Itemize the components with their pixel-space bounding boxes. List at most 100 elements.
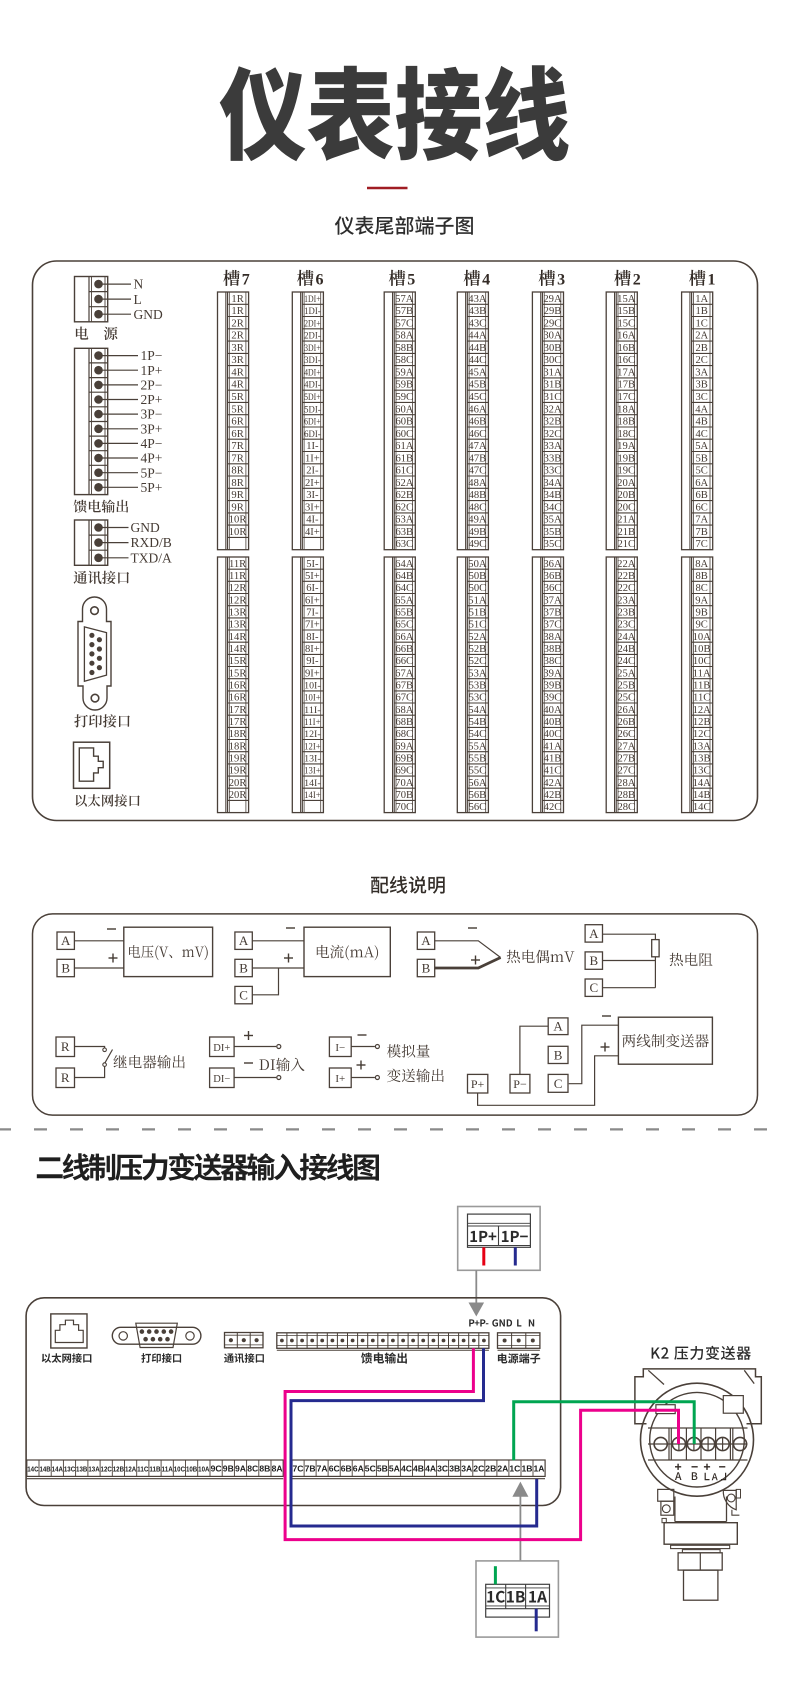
svg-text:1B: 1B (696, 306, 708, 317)
svg-text:12I+: 12I+ (304, 741, 321, 752)
svg-text:11A: 11A (693, 668, 711, 679)
svg-text:C: C (239, 988, 248, 1003)
svg-text:6DI+: 6DI+ (304, 417, 321, 428)
svg-text:37B: 37B (544, 608, 562, 619)
svg-text:16A: 16A (617, 331, 636, 342)
svg-text:61C: 61C (395, 466, 413, 477)
svg-text:27B: 27B (617, 754, 635, 765)
svg-text:2B: 2B (485, 1463, 496, 1473)
svg-text:1I+: 1I+ (305, 453, 320, 464)
svg-text:13C: 13C (693, 766, 711, 777)
svg-text:45C: 45C (469, 392, 487, 403)
svg-text:67A: 67A (395, 668, 414, 679)
svg-text:14R: 14R (229, 632, 248, 643)
svg-text:65C: 65C (395, 620, 413, 631)
svg-text:1C: 1C (696, 318, 708, 329)
svg-text:4C: 4C (401, 1463, 412, 1473)
svg-text:A: A (589, 926, 599, 941)
svg-text:54A: 54A (468, 705, 487, 716)
svg-text:68B: 68B (395, 717, 413, 728)
svg-text:54C: 54C (469, 729, 487, 740)
svg-text:15C: 15C (617, 318, 635, 329)
svg-text:11B: 11B (693, 681, 710, 692)
svg-text:46A: 46A (468, 404, 487, 415)
svg-text:30B: 30B (544, 343, 562, 354)
svg-text:4A: 4A (425, 1463, 436, 1473)
svg-text:3A: 3A (695, 368, 708, 379)
svg-text:12R: 12R (229, 583, 248, 594)
svg-text:66B: 66B (395, 644, 413, 655)
svg-text:5P+: 5P+ (141, 480, 163, 495)
svg-text:5A: 5A (695, 441, 708, 452)
svg-text:11B: 11B (149, 1464, 161, 1473)
svg-text:14B: 14B (693, 790, 711, 801)
svg-text:20C: 20C (617, 502, 635, 513)
svg-text:3C: 3C (437, 1463, 448, 1473)
svg-text:1DI+: 1DI+ (304, 294, 321, 305)
svg-text:7B: 7B (305, 1463, 316, 1473)
svg-text:4R: 4R (231, 380, 244, 391)
svg-text:11I-: 11I- (304, 705, 321, 716)
svg-text:62B: 62B (395, 490, 413, 501)
svg-text:41A: 41A (543, 741, 562, 752)
svg-text:R: R (61, 1070, 70, 1085)
svg-text:3R: 3R (231, 343, 244, 354)
svg-text:8A: 8A (695, 559, 708, 570)
svg-text:52C: 52C (469, 656, 487, 667)
svg-text:1P+: 1P+ (141, 363, 163, 378)
svg-text:14R: 14R (229, 644, 248, 655)
svg-text:17C: 17C (617, 392, 635, 403)
svg-text:7I+: 7I+ (305, 620, 320, 631)
svg-text:13I+: 13I+ (304, 766, 321, 777)
svg-text:2C: 2C (696, 355, 708, 366)
svg-text:4B: 4B (413, 1463, 424, 1473)
svg-text:53A: 53A (468, 668, 487, 679)
svg-text:9I+: 9I+ (305, 668, 320, 679)
svg-text:13C: 13C (64, 1464, 76, 1473)
svg-text:5I-: 5I- (306, 559, 319, 570)
svg-text:36C: 36C (544, 583, 562, 594)
svg-text:56C: 56C (469, 802, 487, 813)
svg-text:63C: 63C (395, 539, 413, 550)
svg-text:66A: 66A (395, 632, 414, 643)
svg-text:22C: 22C (617, 583, 635, 594)
svg-text:13I-: 13I- (304, 754, 321, 765)
svg-text:14C: 14C (693, 802, 711, 813)
svg-text:11A: 11A (162, 1464, 174, 1473)
svg-text:4B: 4B (696, 417, 708, 428)
svg-text:3B: 3B (696, 380, 708, 391)
svg-text:8I+: 8I+ (305, 644, 320, 655)
svg-text:57A: 57A (395, 294, 414, 305)
svg-text:2: 2 (633, 272, 641, 289)
svg-text:23B: 23B (617, 608, 635, 619)
svg-text:23C: 23C (617, 620, 635, 631)
svg-text:10I+: 10I+ (304, 693, 321, 704)
svg-text:15R: 15R (229, 656, 248, 667)
svg-text:10C: 10C (693, 656, 711, 667)
svg-text:9C: 9C (696, 620, 708, 631)
svg-text:44A: 44A (468, 331, 487, 342)
svg-text:64C: 64C (395, 583, 413, 594)
svg-text:49A: 49A (468, 515, 487, 526)
svg-text:5I+: 5I+ (305, 571, 320, 582)
svg-text:7R: 7R (231, 453, 244, 464)
svg-text:53C: 53C (469, 693, 487, 704)
svg-text:38C: 38C (544, 656, 562, 667)
svg-text:69B: 69B (395, 754, 413, 765)
svg-text:8I-: 8I- (306, 632, 319, 643)
svg-text:42C: 42C (544, 802, 562, 813)
svg-text:30C: 30C (544, 355, 562, 366)
svg-text:38B: 38B (544, 644, 562, 655)
svg-text:48A: 48A (468, 478, 487, 489)
svg-text:5R: 5R (231, 392, 244, 403)
svg-text:14A: 14A (693, 778, 712, 789)
svg-text:4C: 4C (696, 429, 708, 440)
svg-text:5C: 5C (696, 466, 708, 477)
svg-text:52A: 52A (468, 632, 487, 643)
svg-text:20R: 20R (229, 778, 248, 789)
svg-text:5A: 5A (389, 1463, 400, 1473)
svg-text:53B: 53B (469, 681, 487, 692)
svg-text:10A: 10A (198, 1464, 210, 1473)
svg-text:7R: 7R (231, 441, 244, 452)
svg-text:44B: 44B (469, 343, 487, 354)
